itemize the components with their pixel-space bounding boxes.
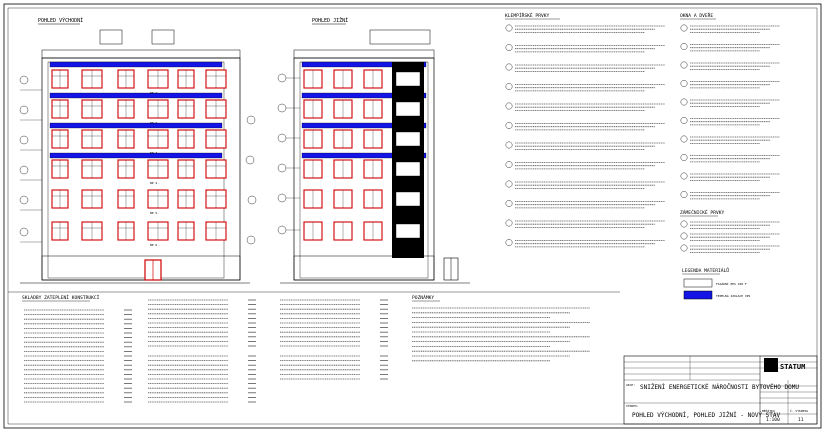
section-title-notes: POZNÁMKY <box>412 294 434 301</box>
spec-marker <box>680 24 688 32</box>
spec-marker <box>505 200 513 207</box>
floor-label: NP 1. <box>150 91 159 95</box>
spec-marker <box>505 122 513 129</box>
company-logo-icon <box>764 358 778 372</box>
blue-band <box>49 61 223 68</box>
stair-window <box>395 161 421 177</box>
view-title-south: POHLED JIŽNÍ <box>312 16 348 24</box>
inner-border <box>7 7 818 425</box>
blue-band <box>49 122 223 129</box>
section-title-flashing: KLEMPÍŘSKÉ PRVKY <box>505 11 549 19</box>
spec-marker <box>505 141 513 149</box>
drawing-number: 11 <box>798 417 804 423</box>
legend-label-eps: FASÁDNÍ EPS 100 F <box>716 281 747 286</box>
callout-circle <box>19 135 29 145</box>
legend-swatch-eps <box>683 278 713 288</box>
drawing-title: POHLED VÝCHODNÍ, POHLED JIŽNÍ - NOVÝ STA… <box>632 411 780 419</box>
spec-marker <box>680 220 688 228</box>
section-title-compositions: SKLADBY ZATEPLENÍ KONSTRUKCÍ <box>22 293 100 301</box>
stair-window <box>395 131 421 147</box>
callout-circle <box>19 165 29 175</box>
spec-marker <box>680 80 688 87</box>
callout-circle <box>247 195 257 205</box>
section-title-windows: OKNA A DVEŘE <box>680 11 713 19</box>
spec-marker <box>680 117 688 124</box>
callout-circle <box>277 103 287 113</box>
spec-marker <box>680 232 688 240</box>
spec-marker <box>505 44 513 51</box>
company-name: STATUM <box>780 363 805 371</box>
title-block: STATUM AKCE: SNIŽENÍ ENERGETICKÉ NÁROČNO… <box>623 355 818 425</box>
stair-window <box>395 101 421 117</box>
spec-marker <box>505 83 513 90</box>
spec-marker <box>680 191 688 198</box>
spec-marker <box>505 63 513 71</box>
callout-circle <box>277 163 287 173</box>
legend-title: LEGENDA MATERIÁLŮ <box>682 267 729 274</box>
stair-window <box>395 71 421 87</box>
spec-marker <box>680 43 688 50</box>
callout-circle <box>277 73 287 83</box>
drawing-label: VÝKRES: <box>626 403 639 408</box>
floor-label: NP 3. <box>150 151 159 155</box>
spec-marker <box>680 172 688 180</box>
spec-marker <box>505 180 513 188</box>
east-facade: NP 1. NP 2. NP 3. NP 4. NP 5. NP 6. <box>19 29 257 284</box>
stair-window <box>395 191 421 207</box>
callout-circle <box>246 235 256 245</box>
spec-marker <box>505 102 513 110</box>
view-title-east: POHLED VÝCHODNÍ <box>38 16 83 24</box>
spec-marker <box>680 135 688 143</box>
callout-circle <box>19 195 29 205</box>
south-facade <box>277 29 470 284</box>
floor-label: NP 5. <box>150 211 159 215</box>
spec-marker <box>505 239 513 246</box>
legend-label-xps: TEPELNÁ IZOLACE XPS <box>716 293 751 298</box>
scale-label: MĚŘÍTKO <box>762 408 775 413</box>
project-label: AKCE: <box>626 383 635 387</box>
spec-marker <box>505 24 513 32</box>
spec-marker <box>680 154 688 161</box>
outer-border <box>3 3 822 429</box>
callout-circle <box>245 155 255 165</box>
spec-marker <box>680 98 688 106</box>
floor-label: NP 2. <box>150 121 159 125</box>
callout-circle <box>19 75 29 85</box>
callout-circle <box>19 105 29 115</box>
spec-marker <box>505 219 513 227</box>
spec-marker <box>680 244 688 252</box>
number-label: Č. VÝKRESU <box>790 408 808 413</box>
stair-window <box>395 223 421 239</box>
callout-circle <box>277 133 287 143</box>
spec-marker <box>680 61 688 69</box>
section-title-details: ZÁMEČNICKÉ PRVKY <box>680 208 724 216</box>
floor-label: NP 4. <box>150 181 159 185</box>
blue-band <box>49 92 223 99</box>
callout-circle <box>246 115 256 125</box>
spec-marker <box>505 161 513 168</box>
floor-label: NP 6. <box>150 243 159 247</box>
scale-value: 1:100 <box>766 417 780 423</box>
callout-circle <box>277 193 287 203</box>
blue-band <box>49 152 223 159</box>
callout-circle <box>19 227 29 237</box>
legend-swatch-xps <box>683 290 713 300</box>
callout-circle <box>277 225 287 235</box>
project-title: SNIŽENÍ ENERGETICKÉ NÁROČNOSTI BYTOVÉHO … <box>640 383 799 391</box>
